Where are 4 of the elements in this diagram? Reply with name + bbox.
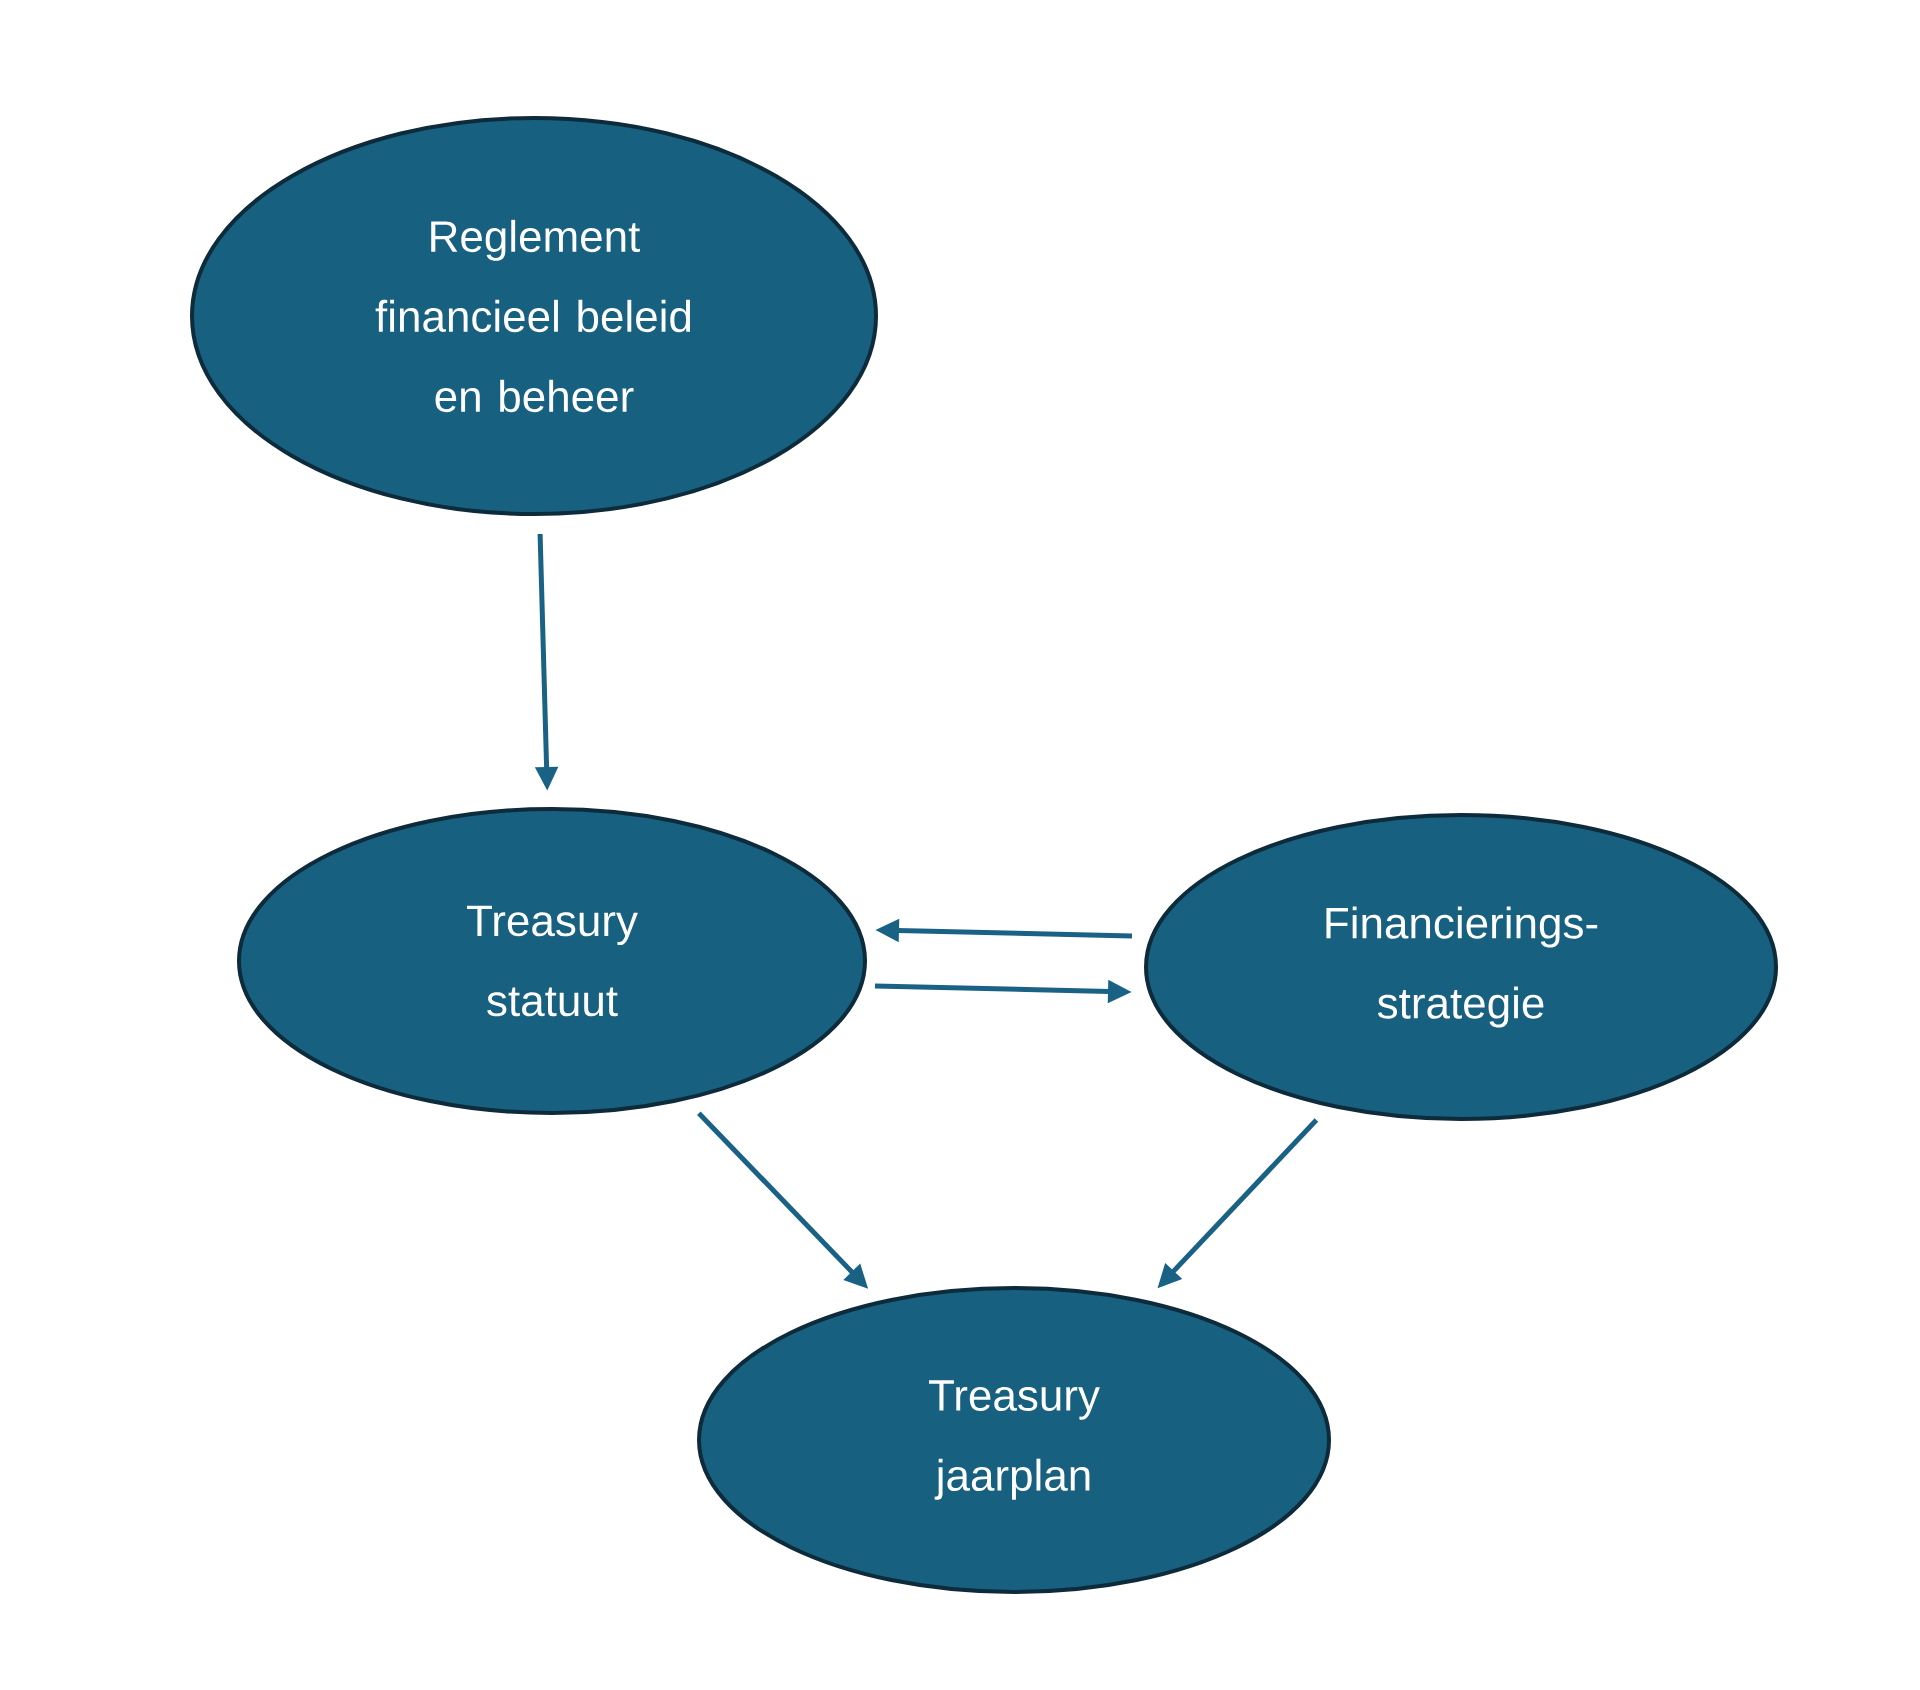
ellipse-node: Reglement financieel beleid en beheer <box>190 116 878 516</box>
ellipse-node: Financierings- strategie <box>1144 813 1778 1121</box>
ellipse-node: Treasury statuut <box>237 807 867 1115</box>
ellipse-node: Treasury jaarplan <box>697 1286 1331 1594</box>
